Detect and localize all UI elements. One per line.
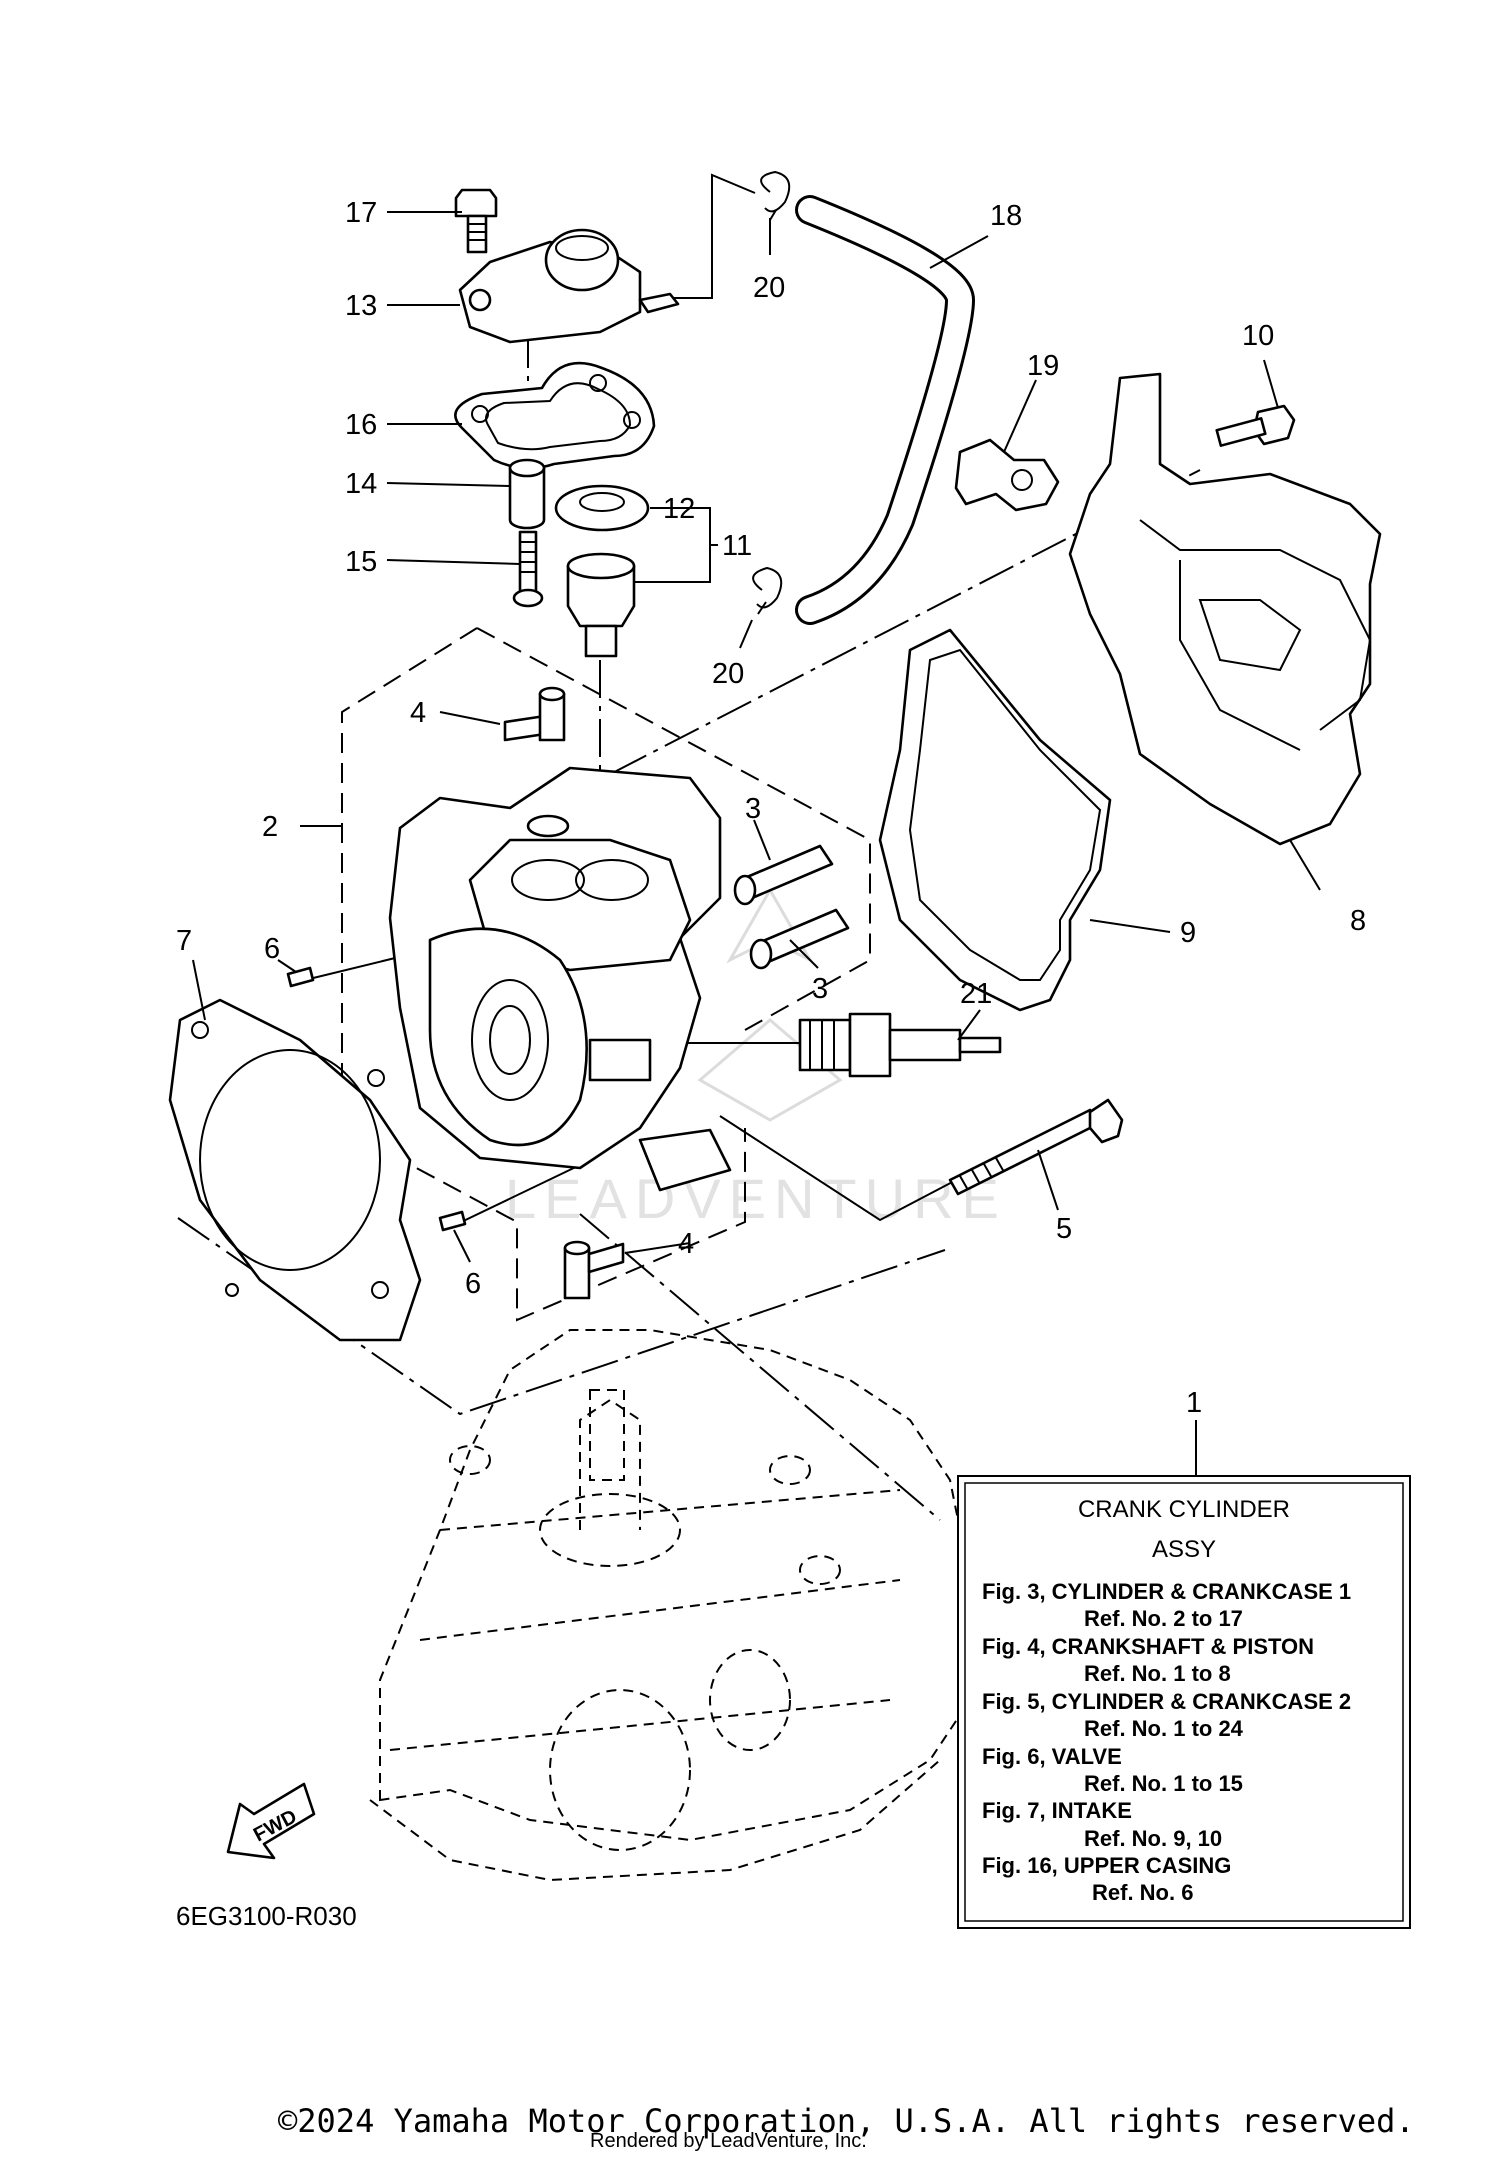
note-box-line: Fig. 4, CRANKSHAFT & PISTON [982,1634,1314,1659]
part-14-collar [508,458,546,530]
callout-3-upper: 3 [745,793,761,825]
callout-20-upper: 20 [753,272,785,304]
callout-11: 11 [722,530,752,562]
part-5-stud-bolt [948,1098,1124,1196]
part-3-dowel-lower [749,908,850,970]
part-1-crank-cylinder-assy [369,1329,971,1882]
part-9-gasket [878,628,1112,1012]
callout-12: 12 [663,493,695,525]
callout-13: 13 [345,290,377,322]
rendered-by-credit: Rendered by LeadVenture, Inc. [590,2130,867,2152]
callout-9: 9 [1180,917,1196,949]
part-4-fitting-lower [563,1240,625,1300]
callout-7: 7 [176,925,192,957]
part-21-spark-plug [798,1012,1002,1078]
part-19-clamp [954,438,1060,512]
note-box-title-1: CRANK CYLINDER [1078,1496,1290,1523]
callout-1: 1 [1186,1387,1202,1419]
note-box-line: Ref. No. 1 to 8 [1084,1661,1231,1686]
note-box-line: Fig. 7, INTAKE [982,1798,1132,1823]
note-box-line: Fig. 5, CYLINDER & CRANKCASE 2 [982,1689,1351,1714]
part-4-fitting-upper [503,686,566,742]
callout-20-lower: 20 [712,658,744,690]
part-17-bolt [454,188,498,254]
callout-14: 14 [345,468,377,500]
part-2-cylinder-head [388,766,732,1192]
note-box-line: Fig. 16, UPPER CASING [982,1853,1231,1878]
part-20-clip-lower [752,566,783,615]
fwd-arrow: FWD [226,1782,316,1860]
note-box-line: Fig. 6, VALVE [982,1744,1122,1769]
part-20-clip-upper [760,170,791,221]
part-18-hose [795,195,976,625]
callout-16: 16 [345,409,377,441]
note-box-line: Ref. No. 1 to 24 [1084,1716,1244,1741]
watermark-text: LEADVENTURE [505,1167,1007,1230]
callout-8: 8 [1350,905,1366,937]
callout-leaders [192,211,1321,1263]
note-box: CRANK CYLINDER ASSY Fig. 3, CYLINDER & C… [957,1475,1411,1929]
callout-6-upper: 6 [264,933,280,965]
note-box-line: Ref. No. 2 to 17 [1084,1606,1243,1631]
note-box-title-2: ASSY [1152,1536,1216,1563]
callout-4-upper: 4 [410,697,426,729]
part-16-gasket [454,361,656,470]
callout-17: 17 [345,197,377,229]
part-15-screw [512,530,544,608]
callout-15: 15 [345,546,377,578]
note-box-line: Ref. No. 1 to 15 [1084,1771,1243,1796]
callout-21: 21 [960,978,992,1010]
part-12-seal [554,484,650,532]
copyright-notice: ©2024 Yamaha Motor Corporation, U.S.A. A… [278,2102,1415,2140]
note-box-line: Fig. 3, CYLINDER & CRANKCASE 1 [982,1579,1351,1604]
callout-3-lower: 3 [812,973,828,1005]
callouts: 17 13 16 14 15 12 11 20 20 18 19 10 8 9 … [176,197,1366,1419]
part-7-head-gasket [168,998,422,1342]
part-8-casing [1068,372,1382,846]
note-box-line: Ref. No. 9, 10 [1084,1826,1222,1851]
part-6-pin-lower [438,1210,467,1232]
part-11-thermostat [566,552,636,658]
diagram-code: 6EG3100-R030 [176,1901,357,1931]
note-box-line: Ref. No. 6 [1092,1880,1193,1905]
part-6-pin-upper [286,966,315,988]
callout-10: 10 [1242,320,1274,352]
part-3-dowel-upper [733,844,834,906]
callout-18: 18 [990,200,1022,232]
callout-2: 2 [262,811,278,843]
callout-6-lower: 6 [465,1268,481,1300]
callout-19: 19 [1027,350,1059,382]
callout-4-lower: 4 [678,1228,694,1260]
part-10-bolt [1215,404,1296,447]
callout-5: 5 [1056,1213,1072,1245]
part-13-thermostat-cover [458,228,680,344]
